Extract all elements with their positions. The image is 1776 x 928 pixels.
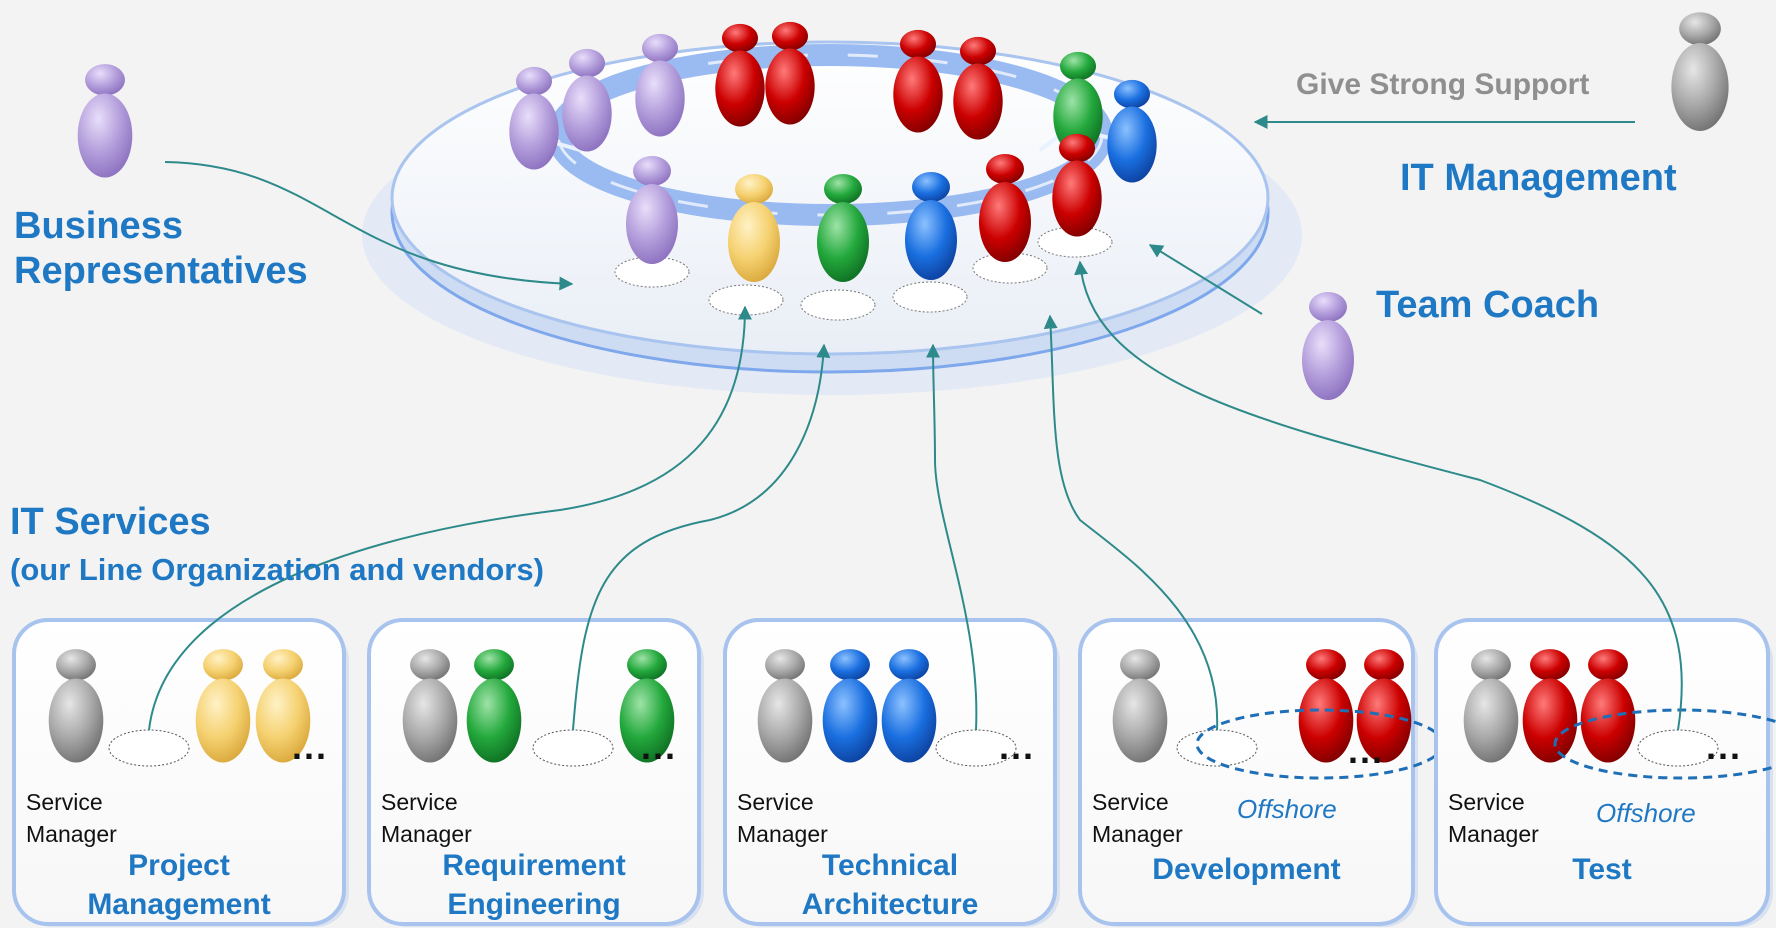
ring-member-red-icon xyxy=(953,36,1003,140)
coach-arrow xyxy=(1148,244,1263,315)
team-0-title-line1: Project xyxy=(128,849,230,882)
team-1-more-indicator: ... xyxy=(641,726,678,767)
ring-member-blue-icon xyxy=(1107,79,1157,183)
ring-member-purple-icon xyxy=(509,66,559,170)
team-1-gray-member-icon xyxy=(402,649,458,763)
team-3-manager-label: Manager xyxy=(1092,821,1183,847)
team-0-manager-label: Manager xyxy=(26,821,117,847)
team-3-title-line1: Development xyxy=(1152,853,1341,886)
business-to-platform-arrow xyxy=(164,161,574,291)
seat-test-ellipse xyxy=(1037,226,1113,258)
ring-re-person-icon xyxy=(817,174,869,282)
team-0-connector-arrow xyxy=(148,305,752,731)
ring-member-red-icon xyxy=(893,29,943,133)
team-1-open-seat-ellipse xyxy=(532,729,614,767)
team-1-title-line2: Engineering xyxy=(447,888,621,921)
business-representatives-line2: Representatives xyxy=(14,249,308,292)
business-representatives-label: Business Representatives xyxy=(14,204,308,294)
team-3-red-member-icon xyxy=(1356,649,1412,763)
team-1-title-line1: Requirement xyxy=(442,849,626,882)
ring-pm-person-icon xyxy=(728,174,780,282)
give-strong-support-label: Give Strong Support xyxy=(1296,68,1590,101)
ring-member-purple-icon xyxy=(635,33,685,137)
team-0-more-indicator: ... xyxy=(292,726,329,767)
ring-business-person-icon xyxy=(626,156,678,264)
team-3-red-member-icon xyxy=(1298,649,1354,763)
team-1-manager-label: Manager xyxy=(381,821,472,847)
team-2-blue-member-icon xyxy=(881,649,937,763)
team-3-connector-arrow xyxy=(1043,314,1219,731)
ring-member-green-icon xyxy=(1053,51,1103,155)
ring-member-purple-icon xyxy=(562,48,612,152)
team-1-green-member-icon xyxy=(619,649,675,763)
team-3-service-label: Service xyxy=(1092,789,1169,815)
seat-business-ellipse xyxy=(614,256,690,288)
team-0-service-label: Service xyxy=(26,789,103,815)
seat-pm-ellipse xyxy=(708,284,784,316)
seat-ta-ellipse xyxy=(892,281,968,313)
team-2-connector-arrow xyxy=(926,343,978,731)
ring-member-red-icon xyxy=(715,23,765,127)
team-2-blue-member-icon xyxy=(822,649,878,763)
team-3-gray-member-icon xyxy=(1112,649,1168,763)
team-coach-person-icon xyxy=(1302,292,1354,400)
team-0-yellow-member-icon xyxy=(255,649,311,763)
team-4-title-line1: Test xyxy=(1572,853,1632,886)
team-0-title-line2: Management xyxy=(87,888,271,921)
team-3-offshore-label: Offshore xyxy=(1237,794,1337,824)
team-2-gray-member-icon xyxy=(757,649,813,763)
business-representatives-line1: Business xyxy=(14,205,183,247)
ring-member-red-icon xyxy=(765,21,815,125)
team-1-green-member-icon xyxy=(466,649,522,763)
team-3-open-seat-ellipse xyxy=(1176,729,1258,767)
it-services-label: IT Services xyxy=(10,501,211,543)
team-0-yellow-member-icon xyxy=(195,649,251,763)
team-3-title: Development xyxy=(1080,850,1413,889)
team-4-more-indicator: ... xyxy=(1706,726,1743,767)
team-0-gray-member-icon xyxy=(48,649,104,763)
team-4-title: Test xyxy=(1436,850,1768,889)
ring-dev-person-icon xyxy=(979,154,1031,262)
team-4-offshore-label: Offshore xyxy=(1596,798,1696,828)
seat-dev-ellipse xyxy=(972,252,1048,284)
team-3-more-indicator: ... xyxy=(1348,730,1385,771)
team-2-title-line2: Architecture xyxy=(801,888,979,921)
team-2-service-label: Service xyxy=(737,789,814,815)
team-panel-2 xyxy=(723,618,1057,926)
team-1-connector-arrow xyxy=(572,343,831,731)
it-management-label: IT Management xyxy=(1400,157,1677,199)
it-services-subtitle: (our Line Organization and vendors) xyxy=(10,552,544,587)
team-2-manager-label: Manager xyxy=(737,821,828,847)
team-4-service-label: Service xyxy=(1448,789,1525,815)
team-2-title-line1: Technical xyxy=(821,849,959,882)
team-4-red-member-icon xyxy=(1580,649,1636,763)
ring-ta-person-icon xyxy=(905,172,957,280)
it-management-person-icon xyxy=(1671,12,1729,131)
team-0-open-seat-ellipse xyxy=(108,729,190,767)
ring-test-person-icon xyxy=(1052,133,1102,237)
team-4-connector-arrow xyxy=(1074,260,1683,731)
seat-re-ellipse xyxy=(800,289,876,321)
team-4-red-member-icon xyxy=(1522,649,1578,763)
team-coach-label: Team Coach xyxy=(1376,284,1600,326)
business-representative-person-icon xyxy=(77,64,133,178)
team-4-manager-label: Manager xyxy=(1448,821,1539,847)
team-1-service-label: Service xyxy=(381,789,458,815)
team-4-gray-member-icon xyxy=(1463,649,1519,763)
team-2-more-indicator: ... xyxy=(999,726,1036,767)
